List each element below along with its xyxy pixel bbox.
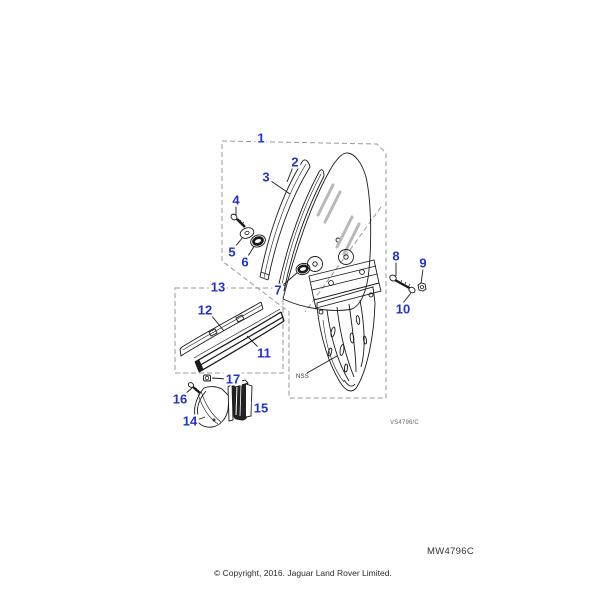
callout-2[interactable]: 2	[289, 154, 301, 170]
nss-annotation: NSS	[296, 374, 309, 380]
assembly-1-inner-edge	[304, 206, 382, 313]
callout-6[interactable]: 6	[239, 254, 251, 270]
part-washer-10	[408, 286, 416, 294]
copyright-notice: © Copyright, 2016. Jaguar Land Rover Lim…	[214, 568, 392, 578]
part-screw-16	[187, 382, 201, 394]
callout-15[interactable]: 15	[251, 400, 271, 416]
callout-4[interactable]: 4	[230, 192, 242, 208]
callout-17[interactable]: 17	[223, 371, 243, 387]
figure-code: MW4796C	[427, 546, 474, 557]
part-seal-strip-3	[259, 159, 311, 281]
callout-11[interactable]: 11	[255, 345, 273, 361]
part-nut-9	[417, 282, 427, 292]
part-regulator-bracket	[307, 249, 382, 392]
dashed-boundary-group	[174, 140, 387, 399]
part-glass	[282, 152, 372, 311]
part-washer-5	[239, 227, 255, 239]
callout-7[interactable]: 7	[272, 282, 284, 298]
part-buffer-15	[227, 379, 253, 422]
callout-1[interactable]: 1	[255, 130, 267, 146]
callout-10[interactable]: 10	[393, 301, 413, 317]
glass-reflection-streaks	[316, 183, 361, 256]
callout-3[interactable]: 3	[260, 169, 272, 185]
callout-8[interactable]: 8	[390, 248, 402, 264]
part-grommet-7	[295, 262, 311, 276]
part-seal-strip-2	[277, 169, 325, 292]
part-channel-12	[179, 301, 264, 357]
callout-12[interactable]: 12	[195, 302, 215, 318]
callout-5[interactable]: 5	[226, 244, 238, 260]
sheet-code: VS4796/C	[390, 420, 419, 426]
part-bracket-plate-14	[194, 386, 230, 428]
part-nut-17	[203, 374, 211, 382]
part-grommet-6	[250, 234, 266, 248]
callout-14[interactable]: 14	[180, 413, 200, 429]
part-screw-4	[230, 213, 246, 228]
callout-16[interactable]: 16	[170, 391, 190, 407]
part-channel-11	[193, 308, 285, 373]
assembly-1-boundary	[221, 140, 387, 399]
callout-9[interactable]: 9	[417, 255, 429, 271]
callout-13[interactable]: 13	[208, 279, 228, 295]
